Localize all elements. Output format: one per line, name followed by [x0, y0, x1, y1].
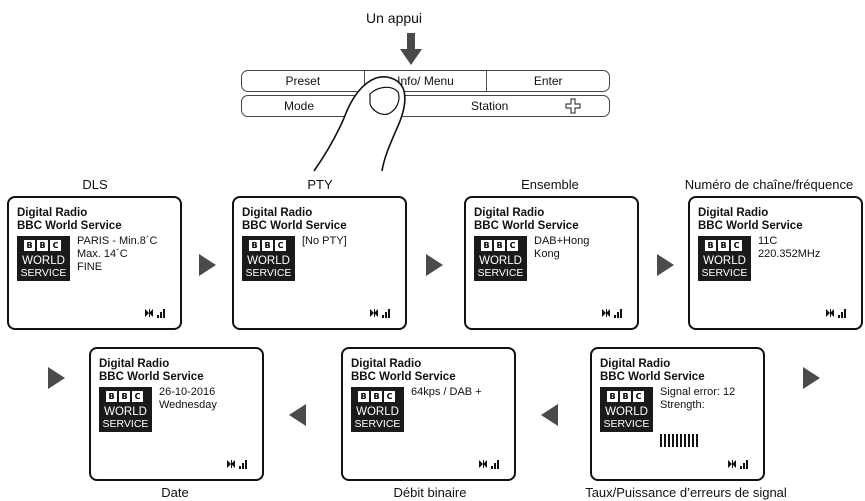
screen-title: Digital Radio [474, 207, 545, 219]
enter-button[interactable]: Enter [533, 74, 563, 88]
signal-strength-icon [227, 460, 247, 469]
screen-station: BBC World Service [698, 220, 803, 232]
screen-station: BBC World Service [474, 220, 579, 232]
screen-station: BBC World Service [99, 371, 204, 383]
arrow-left-icon [289, 404, 306, 426]
screen-title: Digital Radio [242, 207, 313, 219]
caption-signal-error: Taux/Puissance d’erreurs de signal [585, 485, 787, 500]
press-once-label: Un appui [366, 10, 423, 26]
button-panel-top: Preset Info/ Menu Enter [241, 70, 610, 92]
signal-strength-icon [602, 309, 622, 318]
signal-strength-icon [479, 460, 499, 469]
caption-date: Date [161, 485, 189, 500]
screen-station: BBC World Service [17, 220, 122, 232]
navigation-cross-icon[interactable] [565, 98, 581, 114]
mode-button[interactable]: Mode [284, 99, 315, 113]
signal-strength-icon [826, 309, 846, 318]
arrow-right-icon [657, 254, 674, 276]
screen-title: Digital Radio [17, 207, 88, 219]
arrow-left-icon [541, 404, 558, 426]
arrow-right-icon [199, 254, 216, 276]
signal-strength-icon [728, 460, 748, 469]
preset-button[interactable]: Preset [242, 71, 365, 91]
signal-strength-icon [145, 309, 165, 318]
button-panel-bottom: Mode Station [241, 95, 610, 117]
screen-info: [No PTY] [302, 235, 347, 247]
caption-bitrate: Débit binaire [393, 485, 467, 500]
caption-dls: DLS [82, 177, 108, 192]
screen-station: BBC World Service [351, 371, 456, 383]
signal-strength-bars [660, 434, 698, 447]
screen-title: Digital Radio [600, 358, 671, 370]
signal-strength-icon [370, 309, 390, 318]
caption-pty: PTY [307, 177, 333, 192]
caption-ensemble: Ensemble [521, 177, 579, 192]
screen-title: Digital Radio [351, 358, 422, 370]
arrow-right-icon [803, 367, 820, 389]
screen-info: 64kps / DAB + [411, 386, 482, 398]
caption-channel-frequency: Numéro de chaîne/fréquence [684, 177, 854, 192]
arrow-right-icon [48, 367, 65, 389]
screen-title: Digital Radio [99, 358, 170, 370]
info-menu-button[interactable]: Info/ Menu [365, 71, 488, 91]
pressing-finger-illustration [313, 76, 406, 172]
station-button[interactable]: Station [471, 99, 509, 113]
arrow-right-icon [426, 254, 443, 276]
screen-station: BBC World Service [600, 371, 705, 383]
down-arrow-icon [400, 33, 422, 65]
screen-station: BBC World Service [242, 220, 347, 232]
screen-title: Digital Radio [698, 207, 769, 219]
